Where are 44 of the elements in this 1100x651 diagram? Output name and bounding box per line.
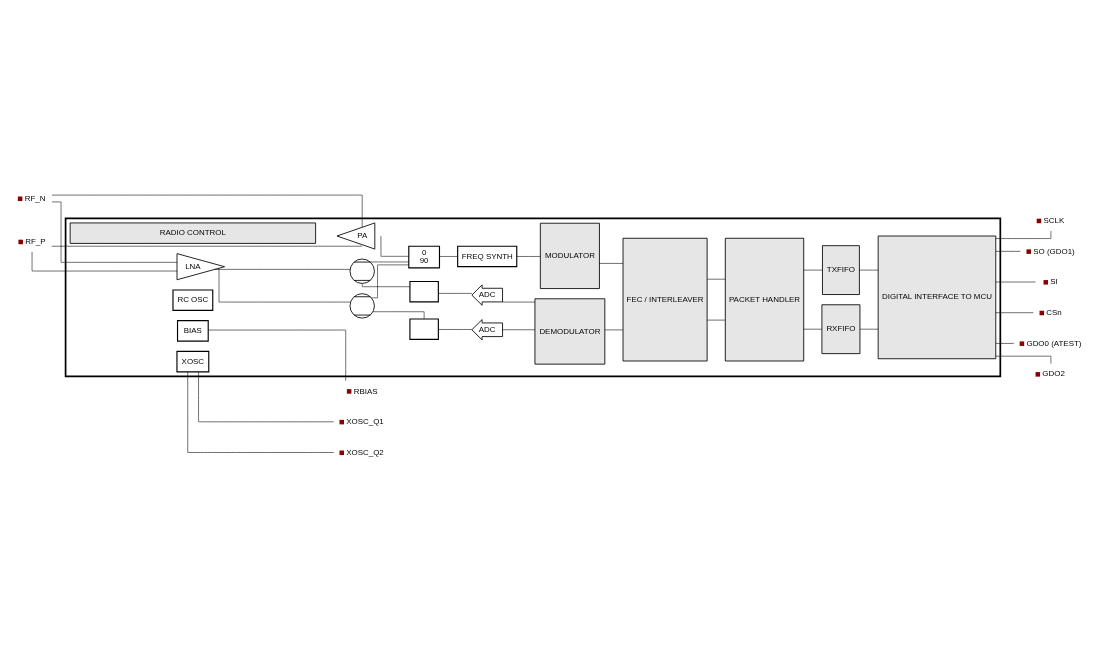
node-box	[1039, 310, 1045, 316]
cluster	[64, 217, 1002, 378]
connector	[31, 251, 178, 272]
connector	[51, 201, 178, 263]
node-box	[1035, 372, 1041, 377]
connector	[370, 261, 409, 263]
connector	[361, 283, 411, 287]
connector	[995, 251, 1021, 252]
connector	[372, 311, 425, 320]
connector	[207, 329, 346, 382]
node-box	[409, 280, 439, 303]
connector	[995, 343, 1015, 344]
node-box	[1019, 341, 1025, 346]
connector	[803, 328, 822, 330]
connector	[214, 269, 351, 270]
connector	[380, 235, 410, 257]
connector	[516, 256, 541, 257]
node-box	[346, 389, 352, 394]
connector	[502, 329, 536, 331]
node-box	[18, 239, 23, 245]
connector	[438, 329, 473, 330]
node-box	[1026, 249, 1031, 254]
node-box	[1036, 218, 1042, 224]
connector	[502, 301, 536, 303]
node-box	[409, 318, 439, 340]
connector	[439, 256, 458, 257]
connector	[995, 312, 1034, 313]
connector	[706, 319, 726, 321]
connector	[438, 293, 473, 294]
connector	[995, 281, 1036, 283]
connector	[859, 269, 879, 271]
connector	[218, 268, 351, 303]
node-box	[339, 450, 344, 456]
connector	[803, 269, 823, 271]
connector	[198, 371, 334, 423]
node-box	[339, 419, 344, 425]
node-box	[1043, 280, 1049, 285]
connector	[51, 194, 363, 228]
connector	[51, 245, 363, 247]
node-box	[17, 196, 23, 202]
connector	[371, 264, 409, 299]
connector	[187, 371, 335, 453]
connector	[706, 278, 726, 280]
connector	[599, 263, 624, 264]
